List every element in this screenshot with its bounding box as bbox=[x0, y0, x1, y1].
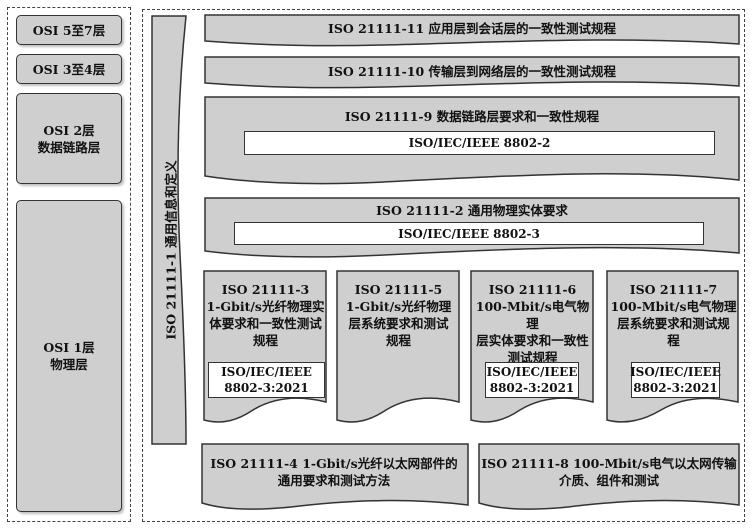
iso-3-standard: ISO/IEC/IEEE 8802-3:2021 bbox=[208, 362, 325, 398]
osi-layer-1: OSI 1层 物理层 bbox=[16, 200, 122, 512]
iso-2-standard: ISO/IEC/IEEE 8802-3 bbox=[234, 222, 704, 245]
iso-7-standard: ISO/IEC/IEEE 8802-3:2021 bbox=[630, 362, 721, 398]
iso-6-standard: ISO/IEC/IEEE 8802-3:2021 bbox=[485, 362, 579, 398]
osi-layer-3-4: OSI 3至4层 bbox=[16, 54, 122, 84]
iso-5-label: ISO 21111-5 1-Gbit/s光纤物理 层系统要求和测试 规程 bbox=[345, 282, 452, 348]
osi-frame bbox=[7, 7, 131, 522]
iso-11-label: ISO 21111-11 应用层到会话层的一致性测试规程 bbox=[327, 21, 617, 36]
iso-8-shape bbox=[478, 443, 740, 510]
iso-2-label: ISO 21111-2 通用物理实体要求 bbox=[376, 203, 568, 218]
iso-9-standard: ISO/IEC/IEEE 8802-2 bbox=[244, 131, 715, 155]
iso-5-shape bbox=[336, 270, 460, 423]
iso-10-shape bbox=[204, 56, 740, 89]
iso-9-label: ISO 21111-9 数据链路层要求和一致性规程 bbox=[344, 109, 600, 124]
osi-layer-5-7: OSI 5至7层 bbox=[16, 15, 122, 45]
iso-11-shape bbox=[204, 14, 740, 47]
iso-4-label: ISO 21111-4 1-Gbit/s光纤以太网部件的 通用要求和测试方法 bbox=[210, 456, 458, 488]
general-info-shape bbox=[151, 15, 187, 445]
iso-7-label: ISO 21111-7 100-Mbit/s电气物理 层系统要求和测试规 程 bbox=[610, 282, 737, 348]
iso-3-label: ISO 21111-3 1-Gbit/s光纤物理实 体要求和一致性测试 规程 bbox=[206, 282, 325, 348]
iso-8-label: ISO 21111-8 100-Mbit/s电气以太网传输 介质、组件和测试 bbox=[481, 456, 737, 488]
osi-layer-2: OSI 2层 数据链路层 bbox=[16, 93, 122, 184]
iso-6-label: ISO 21111-6 100-Mbit/s电气物理 层实体要求和一致性 测试规… bbox=[475, 282, 590, 365]
iso-4-shape bbox=[201, 443, 469, 510]
general-info-label: ISO 21111-1 通用信息和定义 bbox=[163, 160, 179, 340]
iso-frame bbox=[142, 9, 745, 522]
iso-10-label: ISO 21111-10 传输层到网络层的一致性测试规程 bbox=[327, 64, 617, 79]
